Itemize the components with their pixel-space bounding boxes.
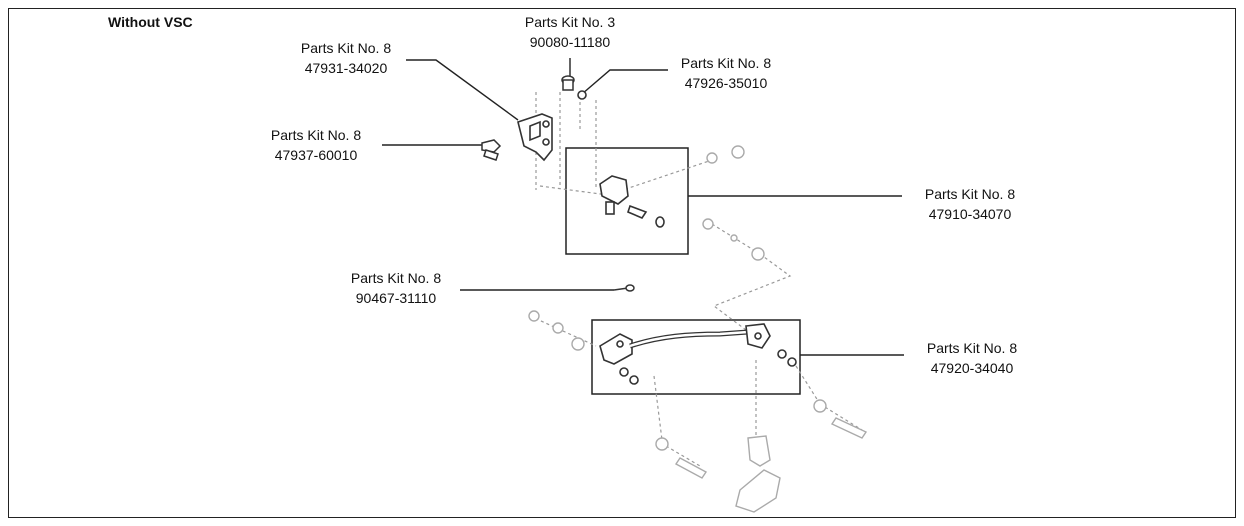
part-number: 90080-11180 xyxy=(529,34,611,50)
link-box xyxy=(591,319,801,395)
kit-label: Parts Kit No. 8 xyxy=(680,55,772,71)
kit-label: Parts Kit No. 8 xyxy=(350,270,442,286)
part-number: 47931-34020 xyxy=(304,60,388,76)
callout-kit8-47920: Parts Kit No. 8 47920-34040 xyxy=(902,338,1042,378)
callout-kit8-47931: Parts Kit No. 8 47931-34020 xyxy=(276,38,416,78)
leader-47931 xyxy=(406,59,519,121)
pin-90467 xyxy=(613,284,635,292)
callout-kit8-47937: Parts Kit No. 8 47937-60010 xyxy=(246,125,386,165)
kit-label: Parts Kit No. 8 xyxy=(926,340,1018,356)
kit-label: Parts Kit No. 8 xyxy=(270,127,362,143)
link-47920 xyxy=(599,323,797,385)
bolt-90080 xyxy=(561,75,575,91)
leader-lines xyxy=(382,58,904,356)
lower-hardware xyxy=(655,399,868,513)
callout-kit8-90467: Parts Kit No. 8 90467-31110 xyxy=(326,268,466,308)
part-number: 47937-60010 xyxy=(274,147,358,163)
sensor-box xyxy=(565,147,689,255)
washer-47926 xyxy=(577,90,587,100)
nut-set-lower-left xyxy=(528,310,585,351)
diagram-frame xyxy=(8,8,1236,518)
callout-kit8-47910: Parts Kit No. 8 47910-34070 xyxy=(900,184,1040,224)
bolt-47937 xyxy=(481,139,502,161)
kit-label: Parts Kit No. 3 xyxy=(524,14,616,30)
callout-kit3-90080: Parts Kit No. 3 90080-11180 xyxy=(500,12,640,52)
part-number: 90467-31110 xyxy=(355,290,437,306)
nut-set-upper xyxy=(702,145,765,261)
diagram-title: Without VSC xyxy=(108,14,193,30)
callout-kit8-47926: Parts Kit No. 8 47926-35010 xyxy=(656,53,796,93)
bracket-47931 xyxy=(517,113,553,162)
part-number: 47910-34070 xyxy=(928,206,1012,222)
sensor-47910 xyxy=(599,175,665,228)
leader-47926 xyxy=(581,69,668,95)
kit-label: Parts Kit No. 8 xyxy=(300,40,392,56)
kit-label: Parts Kit No. 8 xyxy=(924,186,1016,202)
part-number: 47926-35010 xyxy=(684,75,768,91)
part-number: 47920-34040 xyxy=(930,360,1014,376)
